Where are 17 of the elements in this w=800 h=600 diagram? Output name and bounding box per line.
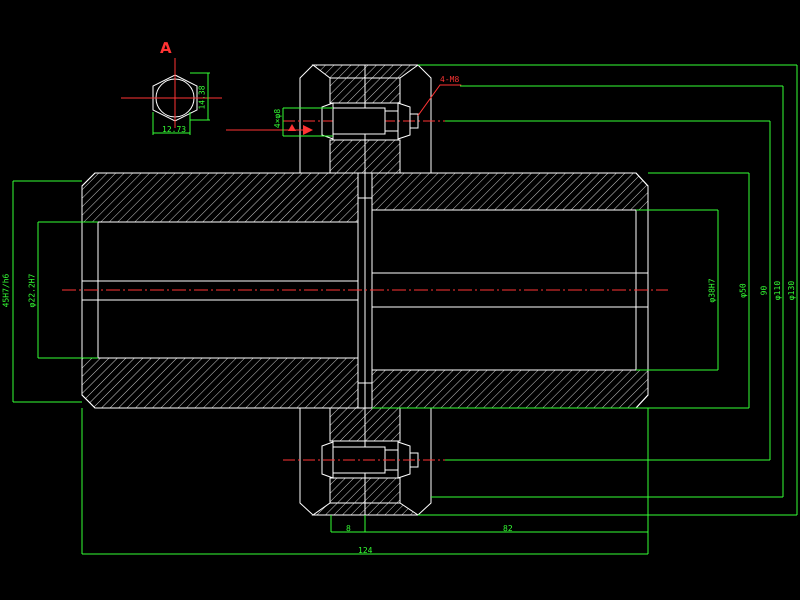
dimension-label: 12.73 — [162, 125, 186, 134]
dimension-label: 45H7/h6 — [1, 273, 10, 307]
view-label: A — [160, 40, 172, 56]
dimension-label: 90 — [759, 285, 768, 295]
dimension-label: 14.38 — [198, 84, 207, 110]
dimension-label: 124 — [358, 546, 372, 555]
bolt-drawing — [322, 102, 418, 140]
callout-text: 4-M8 — [440, 75, 460, 84]
dimension-label: 8 — [346, 524, 351, 533]
dimension-label: φ110 — [772, 280, 782, 300]
dimension-label: φ130 — [786, 280, 796, 300]
leader-line — [418, 84, 462, 116]
dimension-label: 82 — [503, 524, 513, 533]
dimension-label: 4×φ8 — [272, 108, 282, 128]
dimension-label: φ38H7 — [708, 278, 717, 302]
dimension-label: φ22.2H7 — [27, 273, 36, 307]
dimension-label: φ50 — [738, 282, 748, 298]
